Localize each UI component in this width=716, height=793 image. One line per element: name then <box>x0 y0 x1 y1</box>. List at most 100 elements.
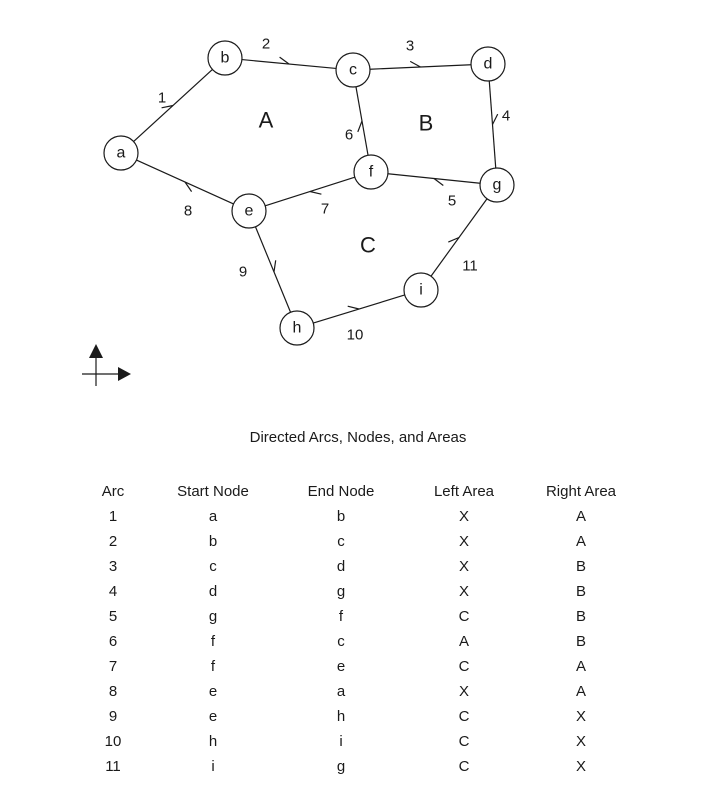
arc-label: 11 <box>462 258 478 275</box>
header-end-node: End Node <box>307 482 375 500</box>
cell-start-node: e <box>208 683 218 700</box>
cell-left-area: A <box>458 633 469 650</box>
cell-end-node: i <box>339 733 343 750</box>
cell-right-area: X <box>575 758 586 775</box>
arc-direction-arrow <box>273 260 277 272</box>
node-label: a <box>117 145 126 162</box>
arc-6: 6 <box>345 86 369 156</box>
cell-right-area: A <box>575 683 586 700</box>
cell-left-area: C <box>458 758 470 775</box>
arc-line <box>254 226 292 313</box>
cell-start-node: e <box>208 708 218 725</box>
node-circle <box>403 272 439 308</box>
cell-left-area: C <box>458 608 470 625</box>
arc-direction-arrow <box>357 120 363 133</box>
node-label: h <box>293 320 302 337</box>
cell-arc: 8 <box>108 683 118 700</box>
cell-right-area: X <box>575 708 586 725</box>
arc-label: 4 <box>502 108 510 125</box>
orientation-arrows-icon <box>82 344 131 386</box>
cell-left-area: X <box>458 558 469 575</box>
node-label: d <box>484 56 493 73</box>
cell-left-area: C <box>458 733 470 750</box>
cell-end-node: c <box>337 633 345 650</box>
arc-direction-arrow <box>184 181 193 192</box>
cell-arc: 5 <box>108 608 118 625</box>
cell-end-node: g <box>336 583 346 600</box>
cell-start-node: f <box>210 658 216 675</box>
cell-right-area: A <box>575 533 586 550</box>
cell-arc: 10 <box>104 733 122 750</box>
node-label: i <box>419 282 423 299</box>
arcs-layer: 1 2 3 4 5 6 78 9 10 11 <box>133 36 510 344</box>
cell-left-area: X <box>458 533 469 550</box>
cell-right-area: B <box>575 608 586 625</box>
arc-direction-arrow <box>409 60 421 68</box>
node-i: i <box>403 272 439 308</box>
arc-label: 2 <box>262 36 270 53</box>
arc-direction-arrow <box>347 305 360 310</box>
cell-arc: 6 <box>108 633 118 650</box>
header-start-node: Start Node <box>177 482 249 500</box>
node-label: b <box>221 50 230 67</box>
cell-start-node: a <box>208 508 218 525</box>
node-circle <box>470 46 506 82</box>
node-circle <box>479 167 515 203</box>
header-arc: Arc <box>101 482 125 500</box>
area-label-b: B <box>419 111 434 136</box>
cell-left-area: C <box>458 708 470 725</box>
cell-end-node: c <box>337 533 345 550</box>
node-circle <box>279 310 315 346</box>
node-circle <box>103 135 139 171</box>
node-a: a <box>103 135 139 171</box>
node-label: g <box>493 177 502 194</box>
node-d: d <box>470 46 506 82</box>
cell-end-node: d <box>336 558 346 575</box>
arc-direction-arrow <box>433 178 444 186</box>
cell-right-area: B <box>575 583 586 600</box>
cell-left-area: C <box>458 658 470 675</box>
arc-11: 11 <box>430 198 488 277</box>
cell-arc: 11 <box>105 758 121 775</box>
cell-start-node: b <box>208 533 218 550</box>
cell-left-area: X <box>458 683 469 700</box>
cell-right-area: A <box>575 508 586 525</box>
arc-4: 4 <box>488 80 510 169</box>
arc-direction-arrow <box>161 104 174 109</box>
arc-1: 1 <box>133 69 213 142</box>
arc-8: 8 <box>136 159 234 220</box>
arc-label: 3 <box>406 38 414 55</box>
node-circle <box>353 154 389 190</box>
arc-direction-arrow <box>491 113 499 125</box>
node-circle <box>335 52 371 88</box>
node-label: f <box>369 164 374 181</box>
arc-label: 9 <box>239 264 247 281</box>
arc-label: 10 <box>347 327 364 344</box>
cell-arc: 3 <box>108 558 118 575</box>
cell-arc: 9 <box>108 708 118 725</box>
header-left-area: Left Area <box>433 482 495 500</box>
cell-right-area: X <box>575 733 586 750</box>
cell-arc: 2 <box>108 533 118 550</box>
node-h: h <box>279 310 315 346</box>
cell-end-node: b <box>336 508 346 525</box>
arc-table: Arc Start Node End Node Left Area Right … <box>73 478 643 779</box>
arc-5: 5 <box>387 173 481 210</box>
cell-arc: 1 <box>108 508 118 525</box>
node-circle <box>231 193 267 229</box>
cell-start-node: f <box>210 633 216 650</box>
node-c: c <box>335 52 371 88</box>
arc-7: 7 <box>265 176 355 218</box>
arc-label: 5 <box>448 193 456 210</box>
node-circle <box>207 40 243 76</box>
cell-end-node: f <box>338 608 344 625</box>
arc-2: 2 <box>241 36 337 70</box>
